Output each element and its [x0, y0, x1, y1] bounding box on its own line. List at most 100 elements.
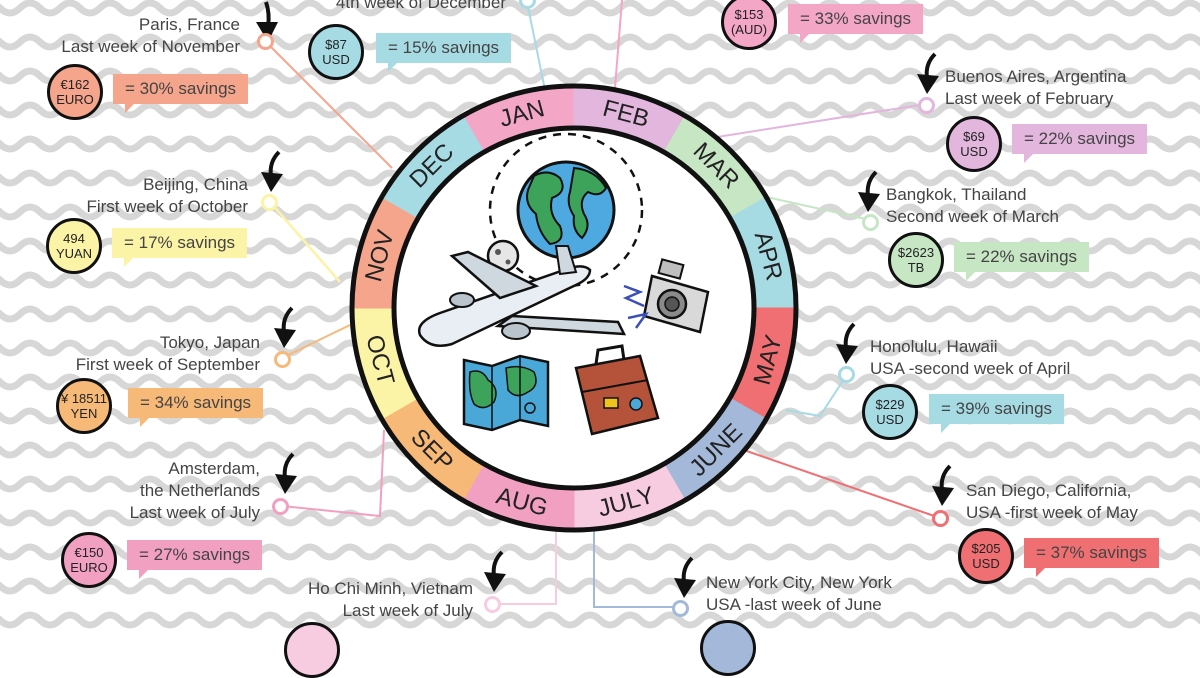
dest-paris-when: Last week of November [61, 37, 240, 56]
connector-june [593, 518, 680, 608]
connector-feb [697, 103, 927, 141]
price-coin-partial-right [700, 620, 756, 676]
dest-dec-top-when: 4th week of December [335, 0, 506, 12]
savings-badge-jan: = 33% savings [788, 4, 924, 43]
price-coin-amsterdam: €150 EURO [61, 532, 117, 588]
dot-amsterdam [272, 498, 289, 515]
dest-tokyo-city: Tokyo, Japan [159, 333, 260, 352]
price-coin-jan: $153 (AUD) [721, 0, 777, 50]
dot-honolulu [838, 366, 855, 383]
arrow-down-icon [484, 550, 506, 592]
dot-beijing [261, 194, 278, 211]
arrow-down-icon [256, 1, 278, 42]
dest-amsterdam-city1: Amsterdam, [168, 459, 260, 478]
savings-badge-paris: = 30% savings [113, 74, 249, 113]
dest-ho-chi-minh-city: Ho Chi Minh, Vietnam [307, 579, 473, 598]
wave-line [0, 577, 1200, 595]
wave-line [0, 611, 1200, 629]
dot-san-diego [932, 510, 949, 527]
connector-jan [614, 0, 623, 89]
dest-paris-city: Paris, France [138, 15, 240, 34]
dot-paris [257, 33, 274, 50]
arrow-down-icon [932, 464, 954, 506]
connector-aug [281, 429, 385, 518]
map-icon [462, 354, 550, 432]
ring-segments [351, 85, 797, 531]
dest-tokyo-when: First week of September [75, 355, 260, 374]
price-coin-bangkok: $2623 TB [888, 232, 944, 288]
savings-badge-amsterdam: = 27% savings [127, 540, 263, 579]
globe-icon [516, 160, 616, 260]
dot-buenos-aires [918, 97, 935, 114]
dest-bangkok-city: Bangkok, Thailand [886, 185, 1027, 204]
dest-honolulu-when: USA -second week of April [870, 359, 1071, 378]
dot-tokyo [274, 351, 291, 368]
dot-new-york [672, 600, 689, 617]
connector-oct [269, 201, 341, 283]
price-coin-beijing: 494 YUAN [46, 218, 102, 274]
savings-badge-buenos-aires: = 22% savings [1012, 124, 1148, 163]
price-coin-tokyo: ¥ 18511 YEN [56, 378, 112, 434]
dest-dec-top-label: 4th week of December [336, 0, 506, 14]
arrow-down-icon [274, 306, 296, 348]
arrow-down-icon [261, 150, 283, 192]
connector-mar [761, 195, 871, 221]
arrow-down-icon [836, 322, 858, 364]
savings-badge-honolulu: = 39% savings [929, 394, 1065, 433]
dest-buenos-aires-when: Last week of February [945, 89, 1114, 108]
dest-paris-label: Paris, France Last week of November [61, 14, 240, 58]
dest-amsterdam-when: Last week of July [129, 503, 260, 522]
dest-beijing-label: Beijing, China First week of October [86, 174, 248, 218]
savings-badge-san-diego: = 37% savings [1024, 538, 1160, 577]
dest-honolulu-label: Honolulu, Hawaii USA -second week of Apr… [870, 336, 1070, 380]
connector-may [737, 447, 941, 519]
outer-ring-border [349, 83, 799, 533]
arrow-down-icon [674, 556, 696, 598]
dest-san-diego-city: San Diego, California, [966, 481, 1132, 500]
dest-buenos-aires-city: Buenos Aires, Argentina [945, 67, 1127, 86]
dest-bangkok-when: Second week of March [886, 207, 1059, 226]
dest-beijing-city: Beijing, China [143, 175, 248, 194]
price-coin-dec: $87 USD [308, 24, 364, 80]
price-coin-partial-left [284, 622, 340, 678]
dest-amsterdam-label: Amsterdam, the Netherlands Last week of … [130, 458, 260, 524]
wave-line [0, 33, 1200, 51]
dest-san-diego-label: San Diego, California, USA -first week o… [966, 480, 1138, 524]
dest-new-york-city: New York City, New York [706, 573, 892, 592]
arrow-down-icon [917, 52, 939, 94]
dest-ho-chi-minh-label: Ho Chi Minh, Vietnam Last week of July [308, 578, 473, 622]
wave-line [0, 0, 1200, 17]
savings-badge-tokyo: = 34% savings [128, 388, 264, 427]
connector-apr [785, 375, 847, 418]
orbit-dashes [488, 132, 644, 288]
dest-new-york-label: New York City, New York USA -last week o… [706, 572, 892, 616]
dest-tokyo-label: Tokyo, Japan First week of September [76, 332, 260, 376]
connector-lines [263, 0, 941, 608]
dest-bangkok-label: Bangkok, Thailand Second week of March [886, 184, 1059, 228]
savings-badge-beijing: = 17% savings [112, 228, 248, 267]
suitcase-icon [574, 344, 660, 436]
connector-sep [281, 324, 351, 359]
dest-san-diego-when: USA -first week of May [966, 503, 1138, 522]
dot-ho-chi-minh [484, 596, 501, 613]
dest-beijing-when: First week of October [86, 197, 248, 216]
airplane-icon [417, 245, 627, 347]
connector-july [494, 510, 557, 605]
arrow-down-icon [275, 452, 297, 494]
price-coin-san-diego: $205 USD [958, 528, 1014, 584]
dot-dec [519, 0, 536, 9]
savings-badge-dec: = 15% savings [376, 33, 512, 72]
savings-badge-bangkok: = 22% savings [954, 242, 1090, 281]
price-coin-buenos-aires: $69 USD [946, 116, 1002, 172]
dest-honolulu-city: Honolulu, Hawaii [870, 337, 998, 356]
dest-new-york-when: USA -last week of June [706, 595, 882, 614]
price-coin-paris: €162 EURO [47, 64, 103, 120]
dest-amsterdam-city2: the Netherlands [139, 481, 260, 500]
dest-buenos-aires-label: Buenos Aires, Argentina Last week of Feb… [945, 66, 1126, 110]
connector-dec-top [526, 1, 546, 91]
connector-nov [263, 39, 393, 169]
arrow-down-icon [858, 170, 880, 212]
wave-line [0, 67, 1200, 85]
dest-ho-chi-minh-when: Last week of July [342, 601, 473, 620]
